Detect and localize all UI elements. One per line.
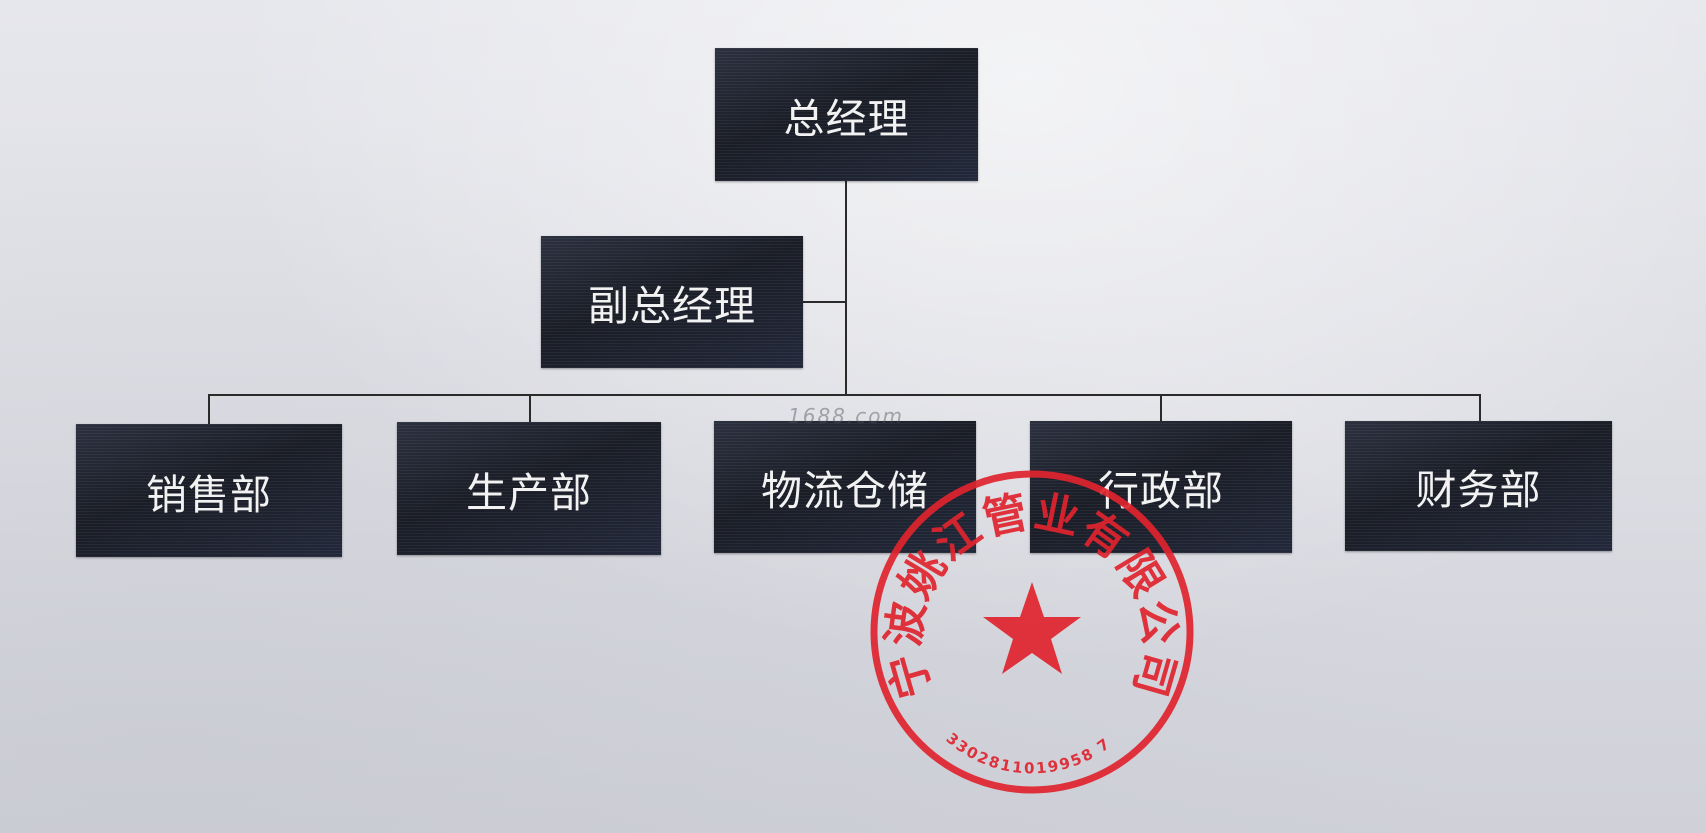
connector-top-vertical bbox=[845, 181, 847, 396]
node-label: 物流仓储 bbox=[761, 467, 929, 515]
connector-department-bus bbox=[208, 394, 1481, 396]
seal-registration-number: 3302811019958 7 bbox=[943, 729, 1115, 777]
node-general-manager: 总经理 bbox=[715, 48, 978, 181]
node-department: 物流仓储 bbox=[714, 421, 976, 553]
node-label: 财务部 bbox=[1415, 466, 1542, 514]
node-label: 生产部 bbox=[466, 468, 592, 517]
watermark-text: 1688.com bbox=[788, 404, 904, 428]
seal-outer-ring bbox=[870, 470, 1194, 794]
node-label: 总经理 bbox=[783, 94, 910, 143]
company-seal-stamp: 宁波姚江管业有限公司 3302811019958 7 bbox=[870, 470, 1194, 794]
node-department: 财务部 bbox=[1345, 421, 1612, 551]
node-department: 销售部 bbox=[76, 424, 342, 557]
node-deputy-general-manager: 副总经理 bbox=[541, 236, 803, 368]
connector-dept-4 bbox=[1160, 394, 1162, 421]
node-label: 行政部 bbox=[1098, 467, 1224, 515]
connector-dept-1 bbox=[208, 394, 210, 424]
seal-star-icon bbox=[983, 582, 1081, 674]
node-department: 行政部 bbox=[1030, 421, 1292, 553]
connector-assistant-branch bbox=[802, 301, 846, 303]
node-label: 销售部 bbox=[146, 470, 272, 519]
connector-dept-5 bbox=[1479, 394, 1481, 421]
connector-dept-2 bbox=[529, 394, 531, 422]
node-label: 副总经理 bbox=[588, 282, 756, 330]
node-department: 生产部 bbox=[397, 422, 661, 555]
